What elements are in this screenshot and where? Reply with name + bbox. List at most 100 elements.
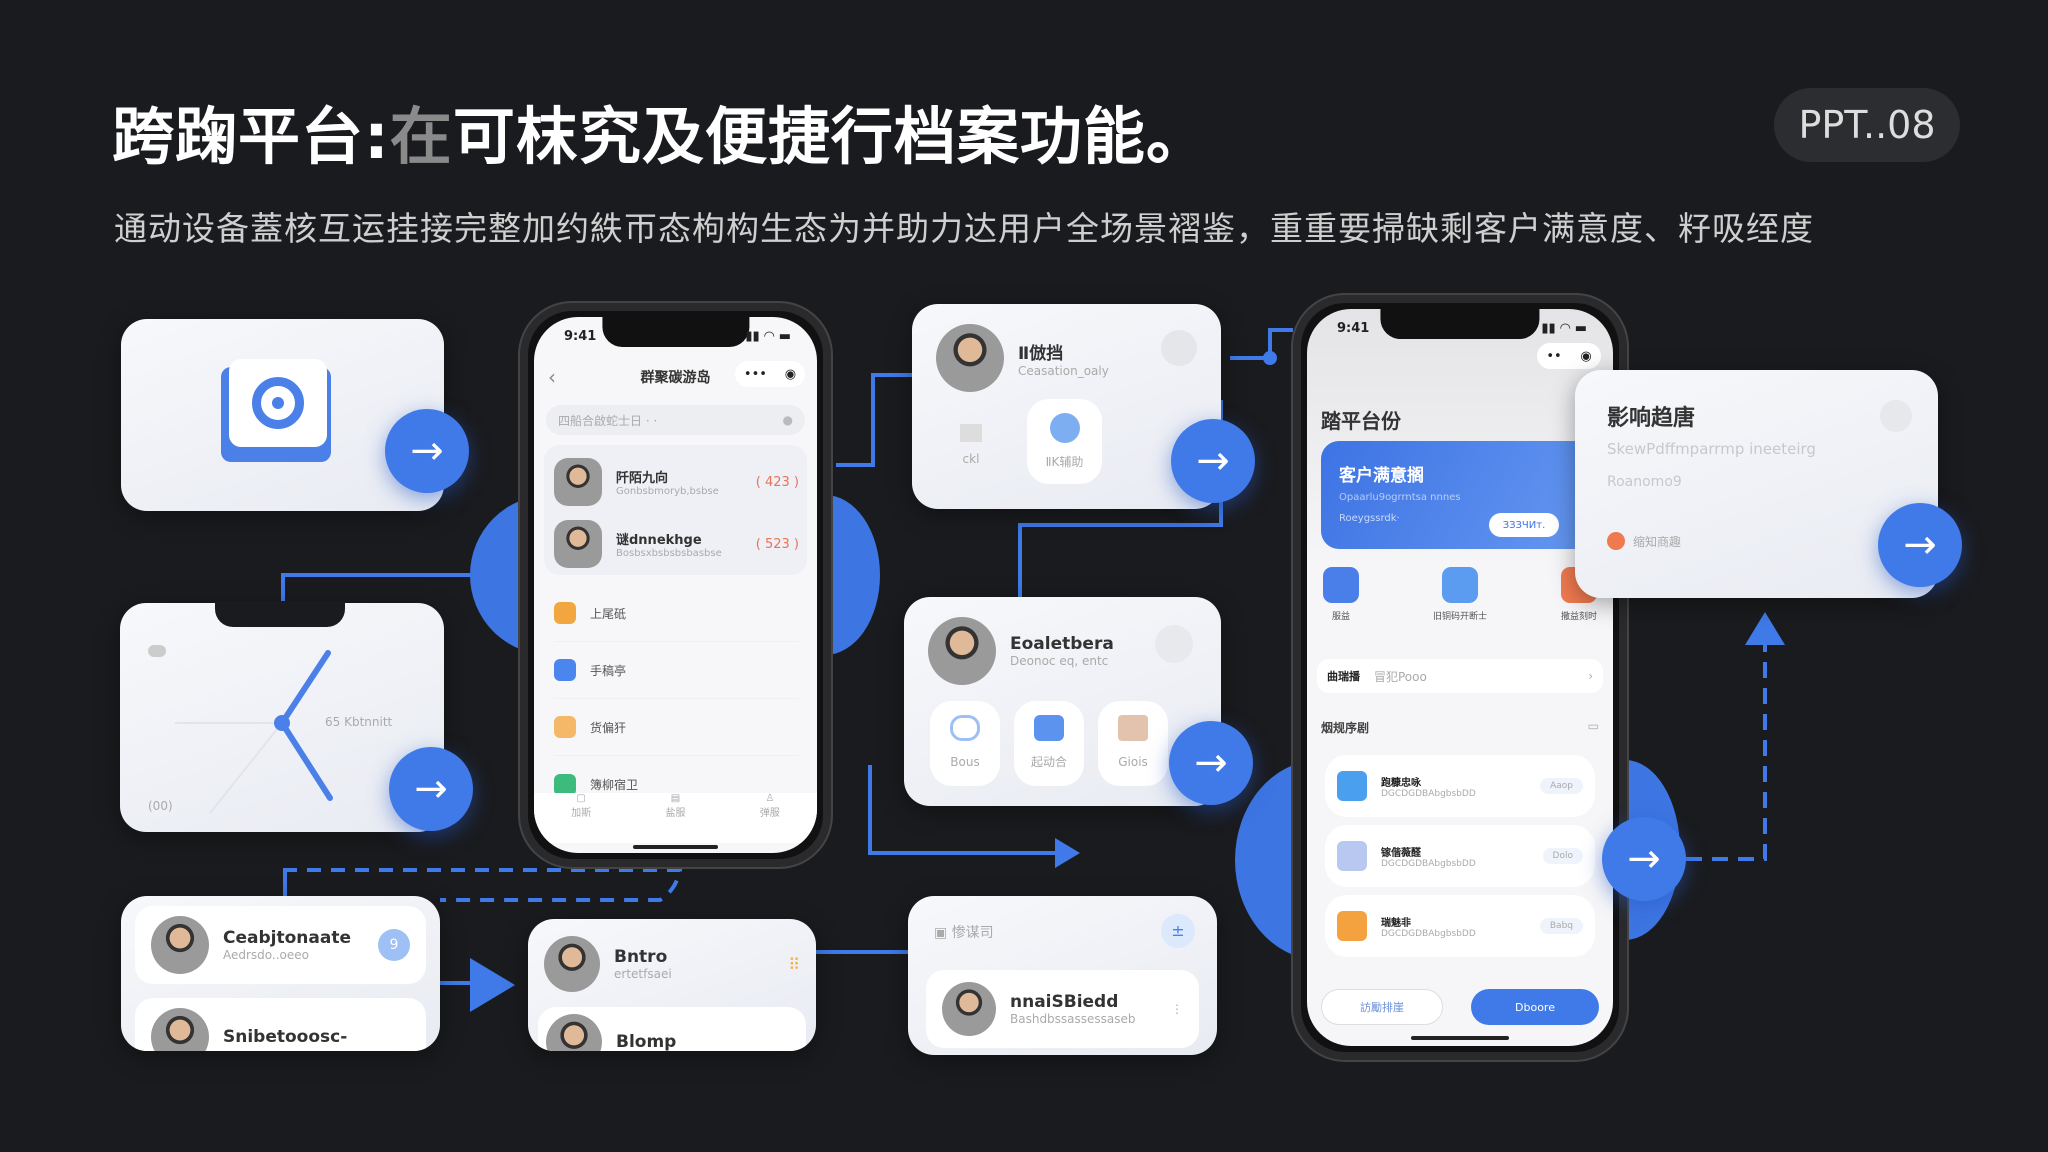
target-icon: ◉	[784, 366, 797, 382]
more-capsule[interactable]: •• ◉	[1537, 343, 1601, 369]
avatar	[928, 617, 996, 685]
contact-count: ( 423 )	[755, 474, 799, 490]
tile[interactable]: ⅡK辅助	[1027, 399, 1102, 484]
phone-contacts: 9:41▮▮ ◠ ▬ ‹ 群聚碳游岛 •••◉ 四船合啟蛇士日 · ·● 阡陌九…	[520, 303, 831, 867]
connector-line	[1230, 328, 1293, 360]
search-icon: ●	[782, 413, 793, 427]
more-button[interactable]	[1161, 330, 1197, 366]
page-number-badge: PPT..08	[1774, 88, 1960, 162]
menu-item[interactable]: 上尾砥	[554, 585, 799, 642]
phone-dashboard: 9:41 ▮▮ ◠ ▬ •• ◉ 踏平台份 客户满意搁 Opaarlu9ogrrnt…	[1293, 295, 1627, 1060]
info-row[interactable]: 曲瑞播冒犯Pooo›	[1317, 659, 1603, 693]
menu-item[interactable]: 货偏犴	[554, 699, 799, 756]
contact-sub: Deonoc eq, entc	[1010, 654, 1109, 668]
arrow-right-button[interactable]: →	[385, 409, 469, 493]
tile[interactable]: ckl	[960, 424, 982, 466]
arrow-right-button[interactable]: →	[1169, 721, 1253, 805]
tab-profile[interactable]: ♙弹服	[759, 793, 780, 819]
status-time: 9:41	[1337, 321, 1370, 336]
primary-button[interactable]: Dboore	[1471, 989, 1599, 1025]
contact-count: ( 523 )	[755, 536, 799, 552]
shortcut-item[interactable]: 服益	[1323, 567, 1359, 622]
info-card[interactable]: 影响趋唐 SkewPdffmparrmp ineeteirg Roanomo9 …	[1575, 370, 1938, 598]
satisfaction-banner[interactable]: 客户满意搁 Opaarlu9ogrrntsa nnnes Roeygssrdk·…	[1321, 441, 1613, 549]
tile[interactable]: Bous	[930, 701, 1000, 786]
connector-arrowhead	[1055, 838, 1080, 868]
page-subtitle: 通动设备蓋核互运挂接完整加约紩帀态枸构生态为并助力达用户全场景褶鉴，重重要掃缺剩…	[114, 209, 1814, 248]
chat-icon	[554, 716, 576, 738]
calendar-icon	[554, 659, 576, 681]
connector-line	[868, 765, 1060, 855]
connector-line	[283, 868, 683, 902]
screen-heading: 踏平台份	[1321, 409, 1401, 433]
tile[interactable]: 起动合	[1014, 701, 1084, 786]
arrow-right-button[interactable]: →	[1602, 817, 1686, 901]
list-item[interactable]: Blomp	[538, 1007, 806, 1051]
more-icon: ••	[1546, 348, 1562, 364]
list-item[interactable]: Snibetooosc-	[135, 998, 426, 1051]
section-title: 烟规序剧▭	[1321, 719, 1599, 735]
info-line: SkewPdffmparrmp ineeteirg	[1607, 440, 1816, 458]
arrow-right-button[interactable]: →	[389, 747, 473, 831]
menu-list: 上尾砥 手稿亭 货偏犴 簿柳宿卫	[554, 585, 799, 813]
camera-card[interactable]	[121, 319, 444, 511]
shortcut-item[interactable]: 旧铜码开断士	[1433, 567, 1487, 622]
clock-label: 65 Kbtnnitt	[325, 715, 393, 729]
add-button[interactable]: ±	[1161, 914, 1195, 948]
connector-line	[281, 573, 520, 603]
menu-icon[interactable]	[1880, 400, 1912, 432]
secondary-button[interactable]: 訪勵排崖	[1321, 989, 1443, 1025]
more-icon: •••	[743, 366, 767, 382]
clock-hands-icon	[175, 650, 333, 814]
target-icon: ◉	[1580, 348, 1592, 364]
signal-battery-icon: ▮▮ ◠ ▬	[1541, 321, 1587, 336]
more-capsule[interactable]: ••• ◉	[735, 361, 805, 387]
back-icon[interactable]: ‹	[548, 365, 556, 389]
contact-name: Ⅱ倣挡	[1018, 343, 1064, 364]
share-icon	[554, 773, 576, 796]
arrow-right-button[interactable]: →	[1878, 503, 1962, 587]
info-tag: 缩知商趣	[1607, 532, 1681, 550]
more-button[interactable]	[1155, 625, 1193, 663]
banner-button[interactable]: ЗЗЗЧИт.	[1489, 513, 1559, 537]
contact-name: Eoaletbera	[1010, 634, 1114, 654]
info-title: 影响趋唐	[1607, 406, 1696, 431]
info-line: Roanomo9	[1607, 474, 1682, 490]
home-indicator	[1411, 1036, 1509, 1040]
folder-icon	[554, 602, 576, 624]
list-header: ▣ 惨谋司	[934, 925, 994, 941]
menu-item[interactable]: 簿柳宿卫	[554, 756, 799, 813]
connector-arrowhead	[470, 958, 515, 1012]
count-badge: 9	[378, 929, 410, 961]
connector-arrowhead	[1745, 612, 1785, 645]
search-input[interactable]: 四船合啟蛇士日 · ·●	[546, 405, 805, 435]
menu-item[interactable]: 手稿亭	[554, 642, 799, 699]
status-time: 9:41	[564, 329, 597, 344]
tag-icon	[1607, 532, 1625, 550]
arrow-right-button[interactable]: →	[1171, 419, 1255, 503]
avatar	[936, 324, 1004, 392]
tile[interactable]: Giois	[1098, 701, 1168, 786]
home-indicator	[633, 845, 718, 849]
tab-bar: ▢加斯 ▤盐服 ♙弹服	[534, 793, 817, 843]
tab-data[interactable]: ▤盐服	[665, 793, 686, 819]
camera-target-icon	[221, 359, 331, 462]
contact-sub: Ceasation_oaly	[1018, 363, 1109, 378]
tab-home[interactable]: ▢加斯	[571, 793, 592, 819]
signal-battery-icon: ▮▮ ◠ ▬	[745, 329, 791, 344]
